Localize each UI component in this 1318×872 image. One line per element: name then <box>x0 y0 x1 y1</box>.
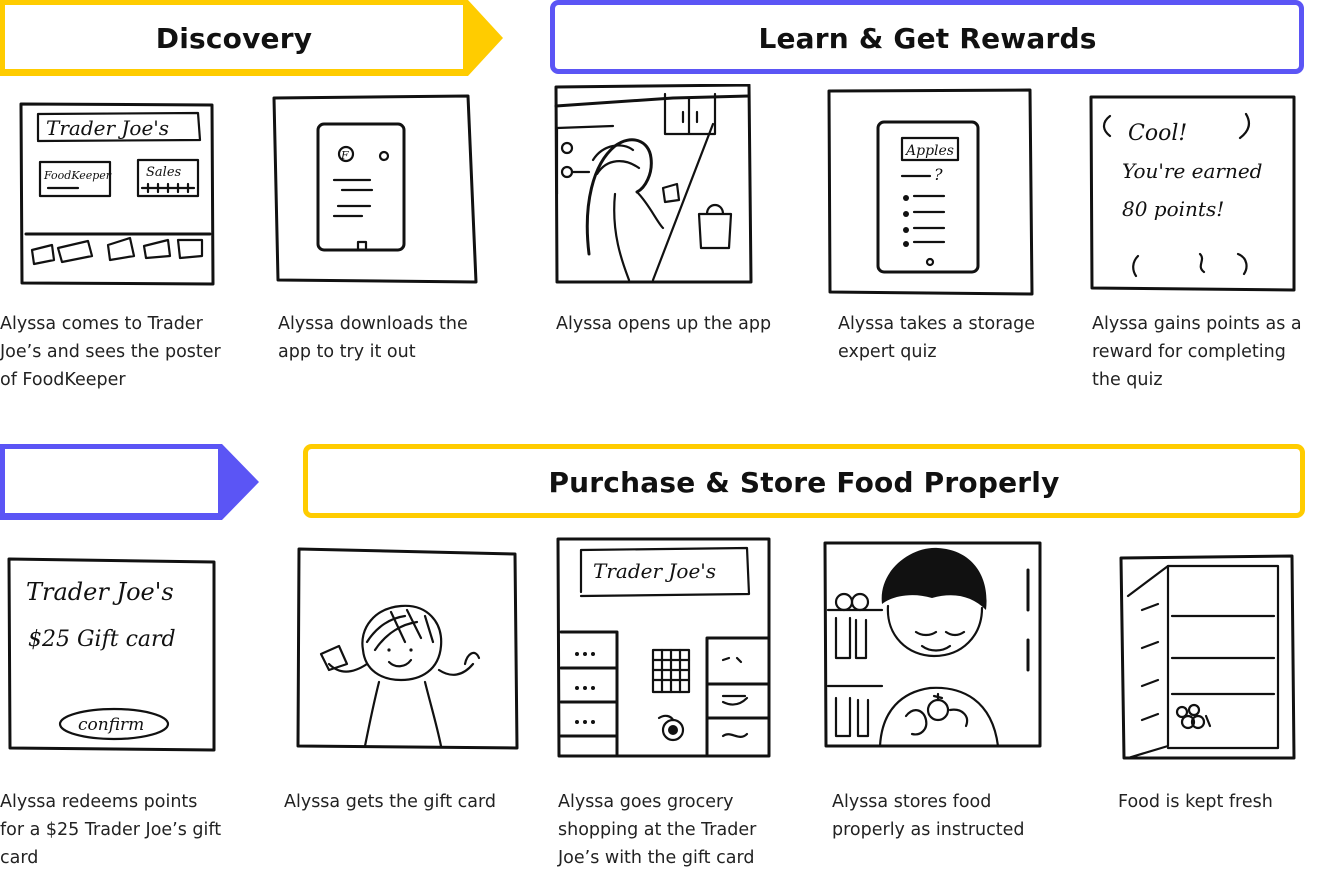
store-sign-text: Trader Joe's <box>46 116 169 140</box>
storyboard-panel-fridge <box>1118 552 1298 762</box>
panel-caption-shopping: Alyssa goes grocery shopping at the Trad… <box>558 792 757 868</box>
storyboard-panel-open-app <box>553 84 757 288</box>
panel-caption-redeem: Alyssa redeems points for a $25 Trader J… <box>0 792 222 868</box>
quiz-question-mark: ? <box>934 165 943 184</box>
stage-title-purchase-store: Purchase & Store Food Properly <box>548 465 1060 499</box>
download-sketch: F <box>272 94 478 284</box>
storyboard-panel-gift-card <box>295 546 521 752</box>
stage-banner-purchase-store: Purchase & Store Food Properly <box>303 444 1305 520</box>
store-sign-text: Trader Joe's <box>593 559 716 583</box>
reward-exclamation: Cool! <box>1128 121 1187 146</box>
storyboard-panel-poster: Trader Joe's FoodKeeper Sales <box>18 100 216 288</box>
quiz-question-title: Apples <box>904 143 954 159</box>
stage-banner-continuation <box>0 444 262 520</box>
app-logo-letter: F <box>340 149 349 162</box>
panel-caption-poster: Alyssa comes to Trader Joe’s and sees th… <box>0 314 221 390</box>
storing-sketch <box>823 541 1042 748</box>
storyboard-panel-storing <box>822 540 1044 750</box>
stage-title-learn-rewards: Learn & Get Rewards <box>758 21 1097 55</box>
points-sketch: Cool! You're earned 80 points! <box>1089 95 1296 292</box>
storyboard-panel-quiz: Apples ? <box>826 88 1036 296</box>
panel-caption-download: Alyssa downloads the app to try it out <box>278 314 468 362</box>
storyboard-panel-points: Cool! You're earned 80 points! <box>1088 94 1298 294</box>
shopping-sketch: Trader Joe's <box>556 537 771 758</box>
panel-caption-open-app: Alyssa opens up the app <box>556 314 772 334</box>
banner-box-shape <box>550 0 1304 74</box>
giftcard-amount: $25 Gift card <box>28 627 176 652</box>
panel-caption-quiz: Alyssa takes a storage expert quiz <box>838 314 1036 362</box>
stage-title-continuation <box>0 444 222 520</box>
fridge-sketch <box>1119 554 1296 760</box>
stage-banner-learn-rewards: Learn & Get Rewards <box>550 0 1305 76</box>
storyboard-panel-shopping: Trader Joe's <box>555 536 775 760</box>
quiz-sketch: Apples ? <box>827 88 1034 296</box>
open-app-sketch <box>554 84 753 284</box>
banner-arrow-shape <box>0 0 503 76</box>
giftcard-store-name: Trader Joe's <box>26 578 174 606</box>
redeem-sketch: Trader Joe's $25 Gift card confirm <box>7 557 216 752</box>
foodkeeper-poster-text: FoodKeeper <box>43 169 112 182</box>
confirm-button-sketch-text: confirm <box>78 715 144 735</box>
panel-caption-points: Alyssa gains points as a reward for comp… <box>1092 314 1302 390</box>
panel-caption-gift-card: Alyssa gets the gift card <box>284 792 496 812</box>
panel-caption-fridge: Food is kept fresh <box>1118 792 1273 812</box>
stage-banner-discovery: Discovery <box>0 0 505 76</box>
panel-caption-storing: Alyssa stores food properly as instructe… <box>832 792 1025 840</box>
reward-message: You're earned <box>1122 159 1262 183</box>
poster-sketch: Trader Joe's FoodKeeper Sales <box>19 102 215 286</box>
sales-poster-text: Sales <box>146 165 182 180</box>
banner-box-shape <box>303 444 1305 518</box>
gift-card-sketch <box>296 547 519 750</box>
banner-arrow-shape <box>0 444 259 520</box>
storyboard-panel-redeem: Trader Joe's $25 Gift card confirm <box>6 556 218 754</box>
storyboard-panel-download: F <box>272 94 482 286</box>
reward-points: 80 points! <box>1122 197 1224 221</box>
stage-title-discovery: Discovery <box>155 21 313 55</box>
